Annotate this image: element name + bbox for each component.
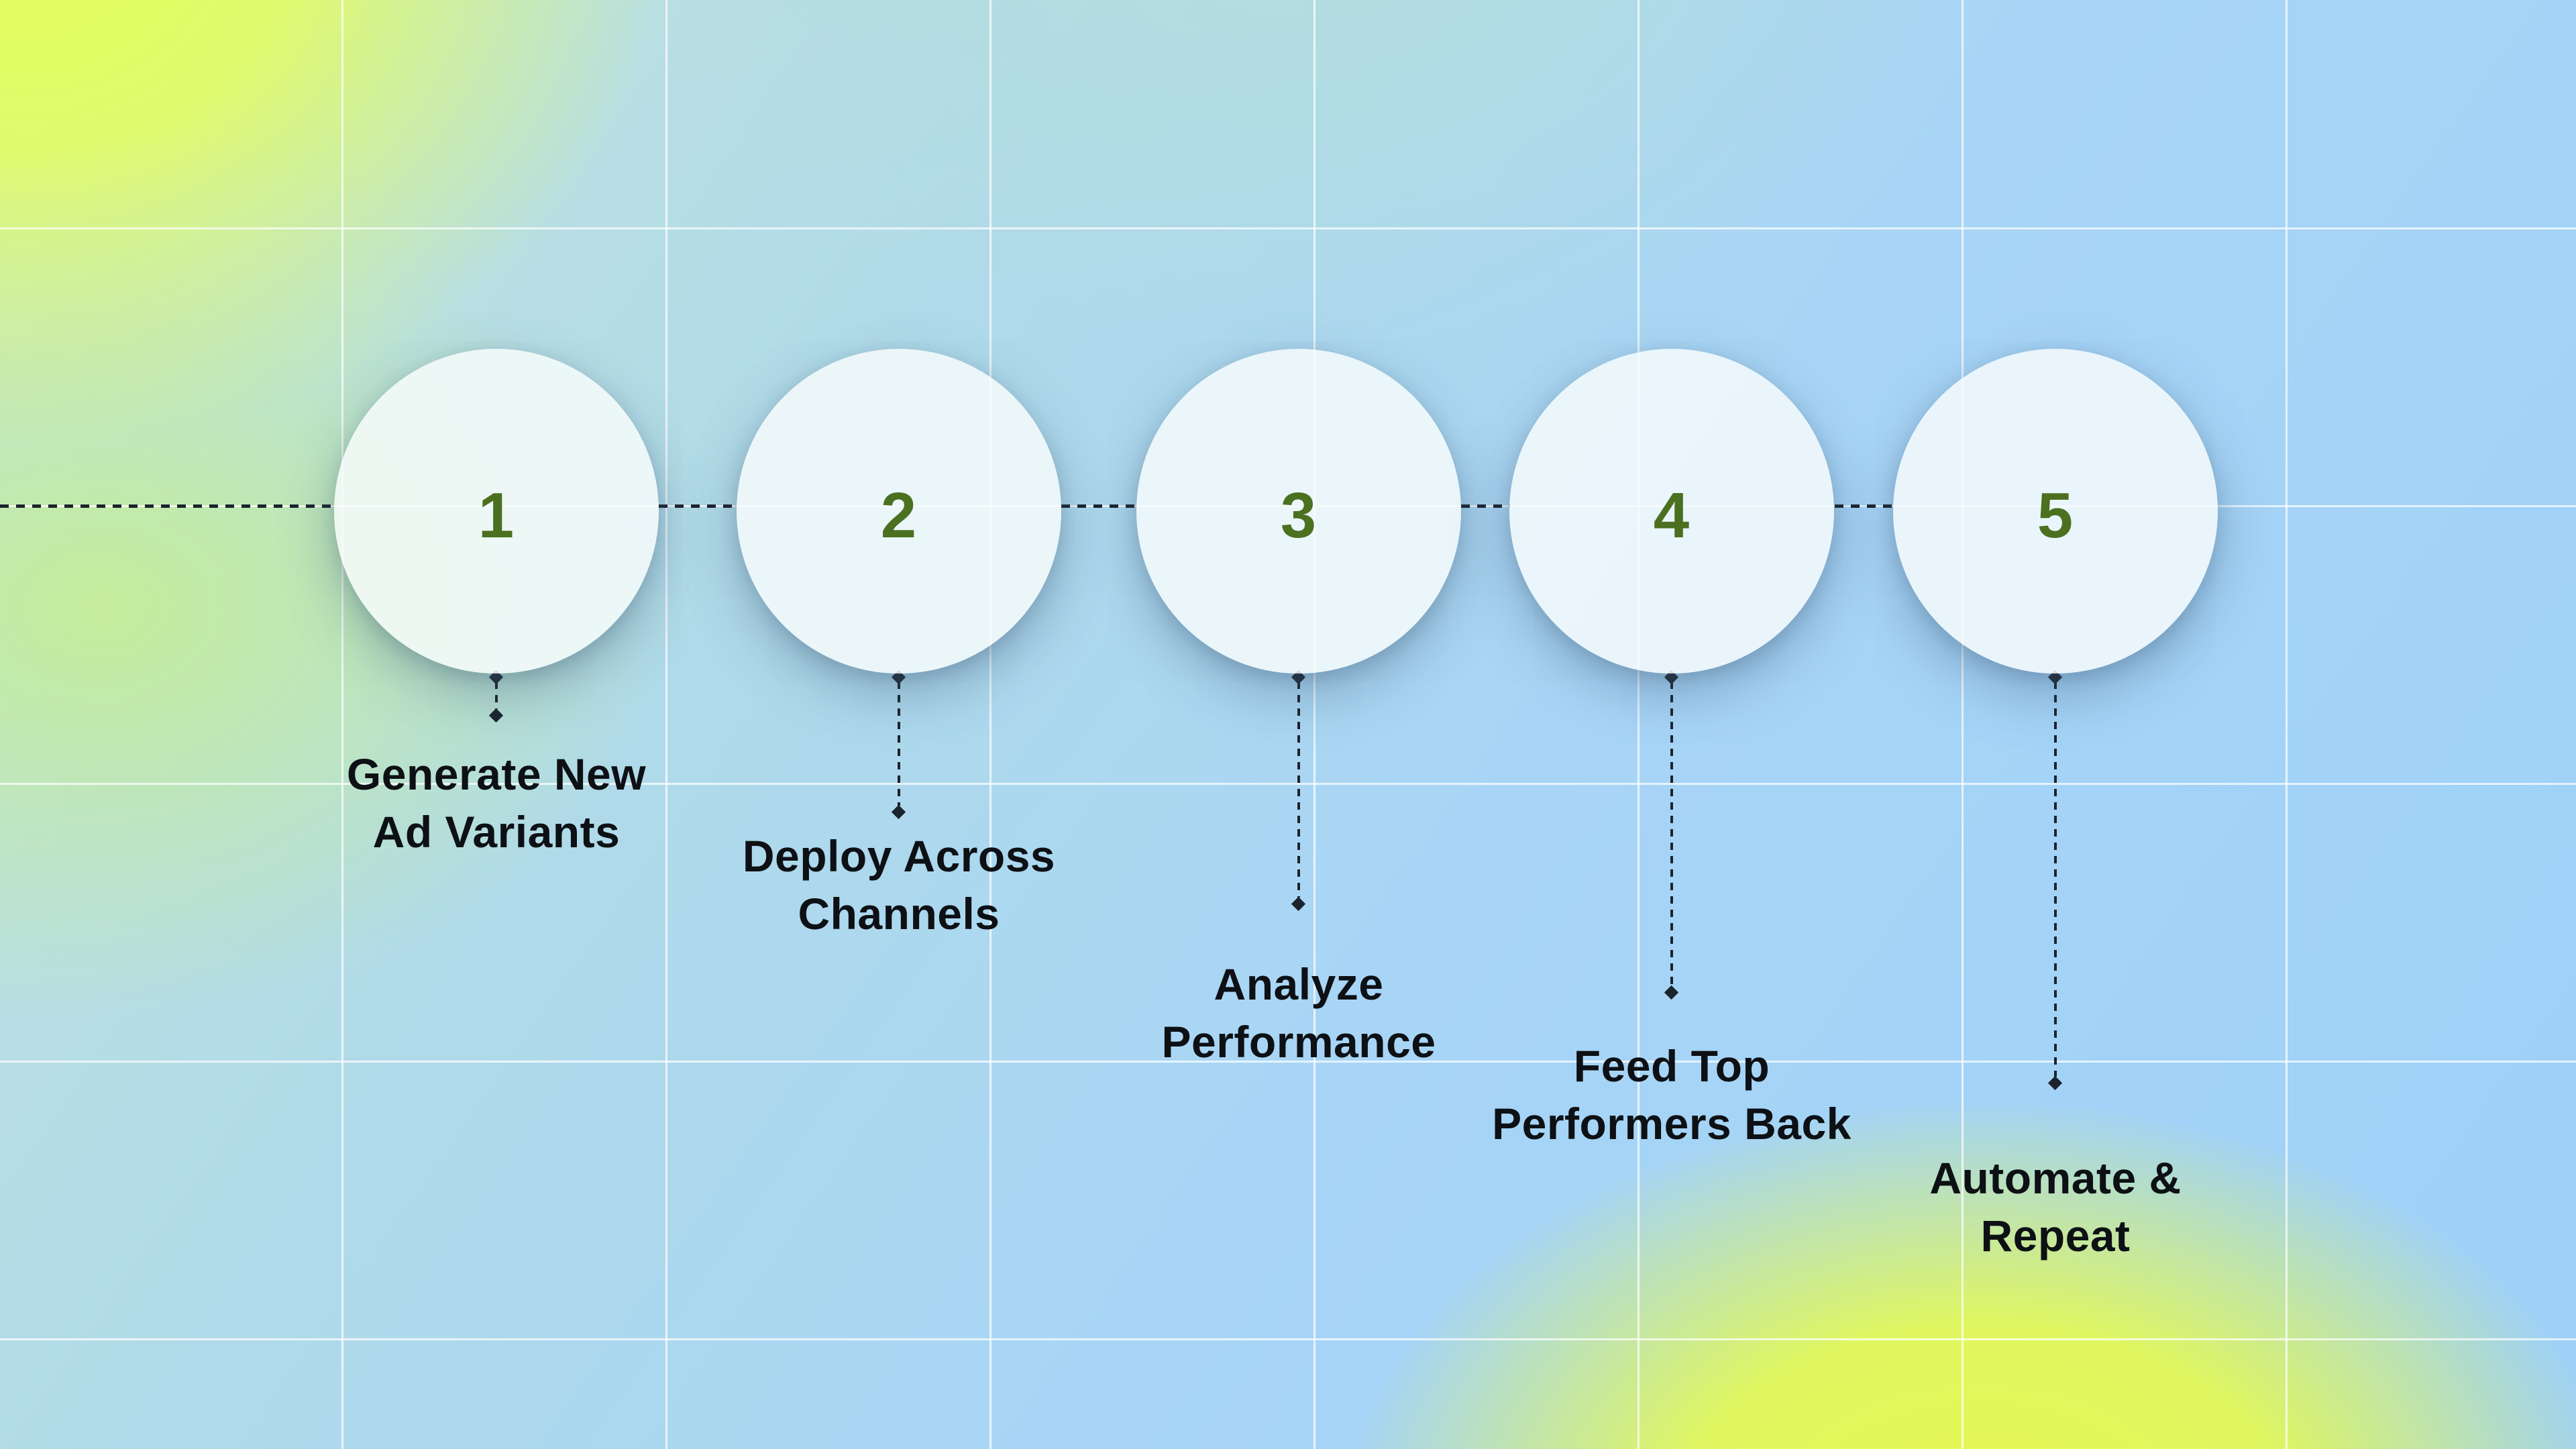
grid-line-horizontal [0,1061,2576,1063]
step-label-line1: Analyze [1214,959,1384,1009]
step-connector-line [898,682,900,806]
connector-end-dot [1291,896,1306,912]
dashed-axis-segment [1061,504,1136,508]
grid-line-vertical [341,0,343,1449]
connector-end-dot [488,708,504,723]
dashed-axis-segment [1461,504,1510,508]
step-circle: 3 [1136,349,1461,674]
step-label-line1: Generate New [346,749,647,799]
step-number: 1 [478,480,515,551]
step-label-line2: Ad Variants [372,807,621,857]
step-label-line2: Performers Back [1492,1099,1851,1148]
step-number: 2 [880,480,918,551]
step-number: 5 [2037,480,2074,551]
step-number: 3 [1280,480,1318,551]
grid-line-horizontal [0,1338,2576,1340]
grid-line-horizontal [0,227,2576,229]
grid-line-horizontal [0,783,2576,785]
step-label-line1: Automate & [1929,1153,2182,1203]
grid-line-vertical [1638,0,1640,1449]
grid-line-vertical [1313,0,1316,1449]
step-label-line2: Repeat [1980,1211,2131,1260]
step-circle: 5 [1893,349,2218,674]
step-label-line2: Channels [798,889,1000,938]
step-connector-line [1670,682,1673,986]
connector-end-dot [891,804,906,820]
step-connector-line [1297,682,1300,898]
step-label-line1: Feed Top [1573,1041,1770,1091]
step-label: Automate & Repeat [1794,1149,2317,1265]
step-connector-line [2054,682,2057,1077]
step-number: 4 [1653,480,1690,551]
grid-line-vertical [1962,0,1964,1449]
step-circle: 1 [334,349,659,674]
dashed-axis-segment [659,504,737,508]
grid-line-vertical [665,0,667,1449]
connector-end-dot [1664,985,1679,1000]
grid-line-vertical [989,0,991,1449]
step-connector-line [495,682,498,709]
dashed-axis-segment [1835,504,1893,508]
step-label-line2: Performance [1161,1017,1436,1067]
connector-end-dot [2047,1075,2063,1091]
step-label-line1: Deploy Across [742,831,1056,881]
step-circle: 4 [1509,349,1834,674]
dashed-axis-segment [0,504,334,508]
step-label: Generate New Ad Variants [235,745,758,861]
grid-line-vertical [2286,0,2288,1449]
step-circle: 2 [737,349,1061,674]
